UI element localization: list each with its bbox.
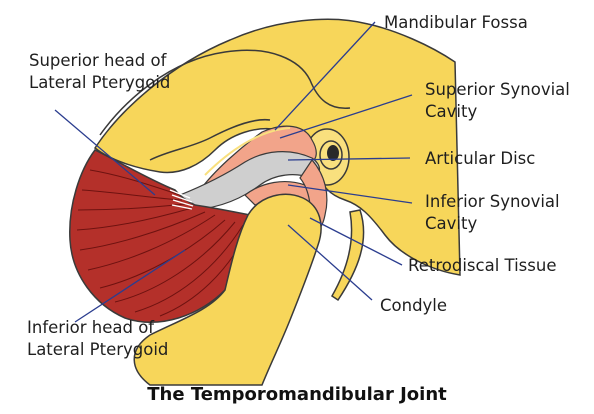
label-inferior-head-line1: Inferior head of [27,318,154,338]
label-condyle: Condyle [380,296,447,316]
label-superior-synovial-line2: Cavity [425,102,477,122]
label-inferior-synovial-line2: Cavity [425,214,477,234]
diagram-title: The Temporomandibular Joint [0,384,594,405]
styloid-process [332,210,364,300]
label-articular-disc: Articular Disc [425,149,535,169]
label-superior-head-line1: Superior head of [29,51,166,71]
label-inferior-synovial-line1: Inferior Synovial [425,192,560,212]
label-retrodiscal-tissue: Retrodiscal Tissue [408,256,556,276]
label-inferior-head-line2: Lateral Pterygoid [27,340,168,360]
label-superior-head-line2: Lateral Pterygoid [29,73,170,93]
label-superior-synovial-line1: Superior Synovial [425,80,570,100]
label-mandibular-fossa: Mandibular Fossa [384,13,528,33]
